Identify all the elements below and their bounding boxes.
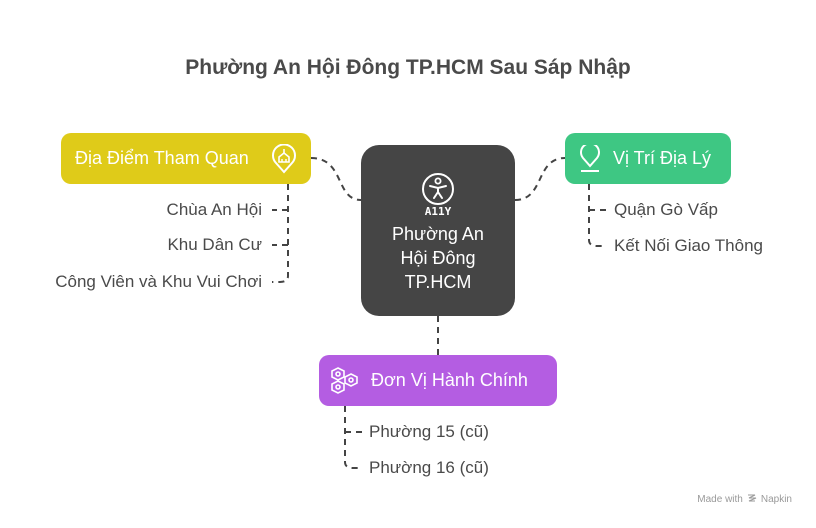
made-with-napkin-footer: Made with Napkin bbox=[697, 493, 792, 506]
leaf-item: Công Viên và Khu Vui Chơi bbox=[55, 272, 262, 291]
leaf-item: Chùa An Hội bbox=[166, 200, 262, 219]
leaf-item: Kết Nối Giao Thông bbox=[614, 236, 763, 255]
footer-brand: Napkin bbox=[760, 494, 792, 505]
branch-label: Địa Điểm Tham Quan bbox=[75, 148, 249, 168]
napkin-logo-icon bbox=[747, 493, 757, 506]
branch-geographic-location[interactable]: Vị Trí Địa Lý bbox=[565, 133, 731, 184]
central-topic-label: Phường An Hội Đông TP.HCM bbox=[361, 222, 515, 294]
accessibility-icon bbox=[420, 171, 456, 212]
hexagon-gears-icon bbox=[329, 366, 361, 395]
footer-prefix: Made with bbox=[697, 494, 743, 505]
branch-label: Vị Trí Địa Lý bbox=[613, 148, 712, 168]
label-line: Phường An bbox=[392, 224, 484, 244]
leaf-item: Khu Dân Cư bbox=[167, 235, 262, 254]
leaf-item: Phường 16 (cũ) bbox=[369, 458, 489, 477]
label-line: Hội Đông bbox=[400, 248, 476, 268]
icon-caption: A11Y bbox=[424, 205, 452, 218]
label-line: TP.HCM bbox=[404, 272, 472, 292]
branch-administrative-units[interactable]: Đơn Vị Hành Chính bbox=[319, 355, 557, 406]
branch-tourist-sites[interactable]: Địa Điểm Tham Quan bbox=[61, 133, 311, 184]
central-topic-node[interactable]: A11Y Phường An Hội Đông TP.HCM bbox=[361, 145, 515, 316]
branch-label: Đơn Vị Hành Chính bbox=[371, 370, 528, 390]
leaf-item: Quận Gò Vấp bbox=[614, 200, 718, 219]
church-location-pin-icon bbox=[271, 143, 297, 179]
leaf-item: Phường 15 (cũ) bbox=[369, 422, 489, 441]
location-pin-icon bbox=[579, 144, 601, 173]
diagram-title: Phường An Hội Đông TP.HCM Sau Sáp Nhập bbox=[185, 56, 631, 79]
